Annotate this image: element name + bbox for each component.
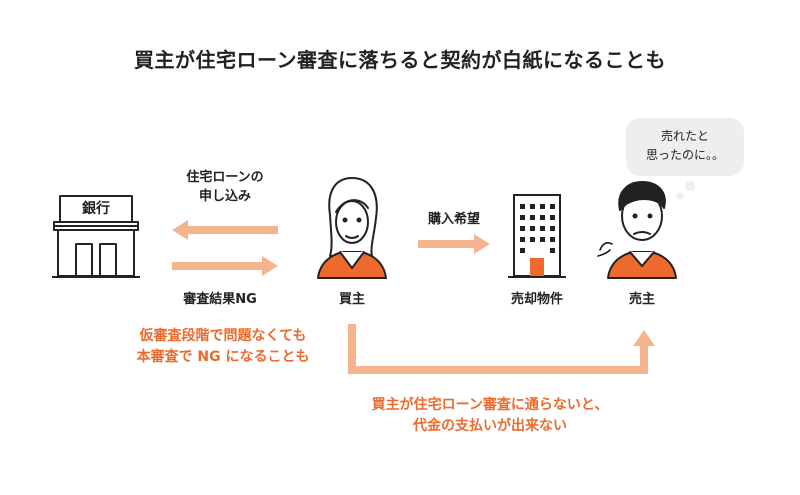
- note-consequence-line1: 買主が住宅ローン審査に通らないと、: [371, 397, 609, 413]
- note-consequence: 買主が住宅ローン審査に通らないと、 代金の支払いが出来ない: [330, 395, 650, 437]
- thought-bubble: [626, 118, 744, 200]
- bubble-text: 売れたと 思ったのに。。: [630, 127, 740, 165]
- bubble-line1: 売れたと: [660, 129, 709, 143]
- arrow-payment-failure: [348, 324, 655, 374]
- arrow-loan-application: [172, 220, 278, 240]
- diagram-title: 買主が住宅ローン審査に落ちると契約が白紙になることも: [134, 48, 666, 72]
- note-consequence-line2: 代金の支払いが出来ない: [413, 418, 567, 434]
- label-screening-result: 審査結果NG: [183, 292, 257, 307]
- label-loan-application: 住宅ローンの 申し込み: [170, 168, 280, 206]
- label-loan-application-line2: 申し込み: [198, 189, 251, 204]
- label-seller: 売主: [628, 292, 655, 307]
- buyer-person-icon: [317, 177, 387, 279]
- seller-person-icon: [597, 181, 677, 279]
- label-property: 売却物件: [510, 292, 563, 307]
- building-icon: [508, 194, 566, 278]
- arrow-purchase-wish: [418, 234, 490, 254]
- label-purchase-wish: 購入希望: [427, 212, 480, 227]
- bank-sign: 銀行: [82, 201, 110, 217]
- note-provisional-line2: 本審査で NG になることも: [136, 349, 310, 365]
- note-provisional-screening: 仮審査段階で問題なくても 本審査で NG になることも: [118, 326, 328, 368]
- arrow-screening-result: [172, 256, 278, 276]
- note-provisional-line1: 仮審査段階で問題なくても: [139, 328, 307, 344]
- bank-icon: [52, 195, 140, 278]
- label-loan-application-line1: 住宅ローンの: [186, 170, 264, 185]
- label-buyer: 買主: [338, 292, 365, 307]
- bubble-line2: 思ったのに。。: [645, 148, 724, 162]
